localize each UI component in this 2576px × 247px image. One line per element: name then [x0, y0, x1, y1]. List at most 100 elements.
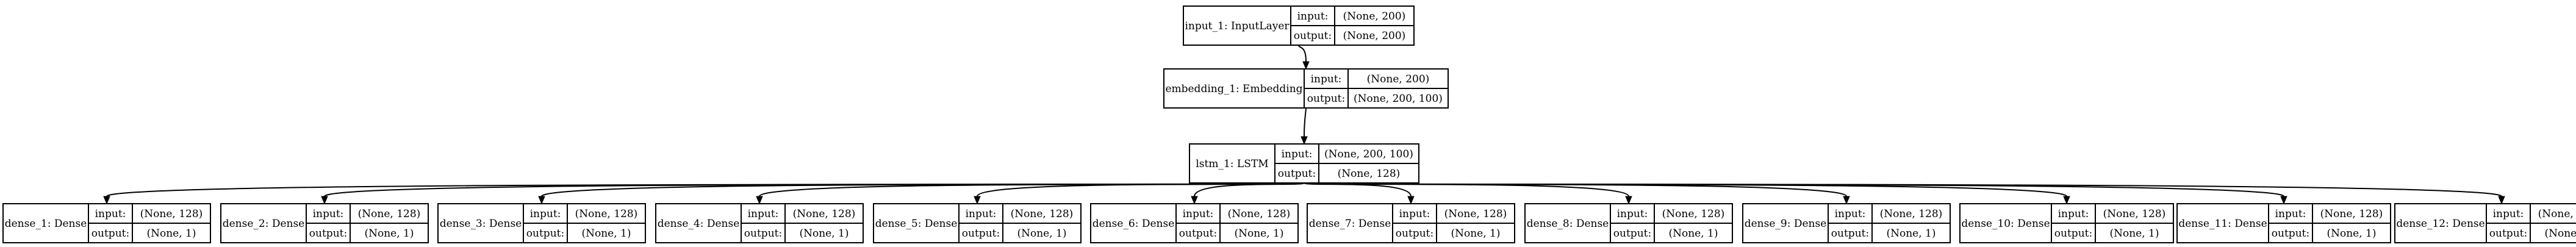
input-shape: (None, 128) — [2320, 208, 2383, 220]
input-shape: (None, 128) — [1011, 208, 1074, 220]
output-shape: (None, 1) — [1668, 227, 1718, 240]
output-shape: (None, 1) — [799, 227, 849, 240]
edge-embedding_1-to-lstm_1 — [1301, 107, 1308, 145]
input-shape: (None, 128) — [140, 208, 203, 220]
layer-name: input_1: InputLayer — [1185, 20, 1290, 32]
output-label: output: — [526, 227, 564, 240]
edge-line — [1304, 182, 1412, 197]
input-label: input: — [966, 208, 997, 220]
output-shape: (None, 1) — [1234, 227, 1283, 240]
layer-name: dense_5: Dense — [875, 218, 958, 230]
input-label: input: — [1835, 208, 1866, 220]
layer-name: dense_3: Dense — [440, 218, 522, 230]
output-shape: (None, 1) — [2544, 227, 2576, 240]
input-shape: (None, 128) — [2538, 208, 2576, 220]
layer-node-lstm_1: lstm_1: LSTM input: output: (None, 200, 100… — [1189, 143, 1419, 184]
output-label: output: — [1307, 93, 1345, 105]
input-label: input: — [313, 208, 344, 220]
output-label: output: — [1831, 227, 1869, 240]
output-shape: (None, 1) — [364, 227, 414, 240]
arrowhead — [1301, 136, 1308, 145]
layer-name: dense_1: Dense — [5, 218, 87, 230]
arrowhead — [538, 196, 545, 205]
arrowhead — [1407, 196, 1415, 205]
output-label: output: — [1278, 168, 1316, 180]
layer-node-dense_2: dense_2: Dense input: output: (None, 128) (N… — [220, 203, 429, 243]
input-shape: (None, 128) — [1444, 208, 1507, 220]
output-label: output: — [1613, 227, 1651, 240]
input-label: input: — [95, 208, 126, 220]
input-shape: (None, 128) — [1880, 208, 1943, 220]
output-shape: (None, 1) — [1886, 227, 1936, 240]
edges-layer — [103, 45, 2505, 205]
input-shape: (None, 128) — [2103, 208, 2166, 220]
input-label: input: — [1617, 208, 1648, 220]
output-shape: (None, 200) — [1343, 30, 1406, 42]
layer-node-input_1: input_1: InputLayer input: output: (None, 2… — [1183, 5, 1415, 46]
input-label: input: — [2058, 208, 2089, 220]
arrowhead — [321, 196, 328, 205]
edge-line — [1194, 182, 1305, 197]
input-shape: (None, 200) — [1343, 10, 1406, 23]
edge-line — [1304, 182, 2502, 197]
edge-line — [1298, 45, 1307, 62]
output-shape: (None, 128) — [1338, 168, 1401, 180]
output-label: output: — [2489, 227, 2527, 240]
arrowhead — [1191, 196, 1198, 205]
arrowhead — [2280, 196, 2287, 205]
input-shape: (None, 128) — [1662, 208, 1725, 220]
output-label: output: — [2272, 227, 2309, 240]
input-shape: (None, 128) — [575, 208, 638, 220]
input-shape: (None, 200) — [1367, 73, 1430, 85]
layer-name: dense_11: Dense — [2178, 218, 2267, 230]
input-label: input: — [1282, 148, 1313, 160]
input-label: input: — [1297, 10, 1329, 23]
edge-lstm_1-to-dense_12 — [1304, 182, 2505, 205]
arrowhead — [756, 196, 763, 205]
output-label: output: — [309, 227, 347, 240]
arrowhead — [103, 196, 110, 205]
edge-lstm_1-to-dense_6 — [1191, 182, 1305, 205]
arrowhead — [2498, 196, 2505, 205]
input-label: input: — [530, 208, 561, 220]
output-label: output: — [744, 227, 782, 240]
output-shape: (None, 1) — [2109, 227, 2159, 240]
output-label: output: — [1294, 30, 1332, 42]
output-label: output: — [2054, 227, 2092, 240]
layer-name: dense_7: Dense — [1309, 218, 1391, 230]
arrowhead — [1302, 61, 1310, 70]
output-shape: (None, 1) — [146, 227, 196, 240]
output-label: output: — [1396, 227, 1433, 240]
layer-node-dense_1: dense_1: Dense input: output: (None, 128) (N… — [2, 203, 211, 243]
layer-name: dense_4: Dense — [658, 218, 740, 230]
arrowhead — [1843, 196, 1850, 205]
input-label: input: — [748, 208, 779, 220]
edge-lstm_1-to-dense_1 — [103, 182, 1305, 205]
input-label: input: — [2493, 208, 2524, 220]
edge-line — [1304, 107, 1307, 137]
input-shape: (None, 128) — [358, 208, 421, 220]
layer-name: lstm_1: LSTM — [1196, 158, 1268, 170]
edge-lstm_1-to-dense_5 — [974, 182, 1305, 205]
output-label: output: — [91, 227, 129, 240]
layer-name: dense_6: Dense — [1092, 218, 1175, 230]
output-label: output: — [1179, 227, 1217, 240]
layer-name: dense_2: Dense — [223, 218, 305, 230]
input-label: input: — [1183, 208, 1214, 220]
input-label: input: — [2275, 208, 2306, 220]
input-label: input: — [1311, 73, 1342, 85]
layer-node-embedding_1: embedding_1: Embeddinginput:output:(None… — [1163, 68, 1449, 109]
arrowhead — [1625, 196, 1632, 205]
input-shape: (None, 200, 100) — [1324, 148, 1413, 160]
